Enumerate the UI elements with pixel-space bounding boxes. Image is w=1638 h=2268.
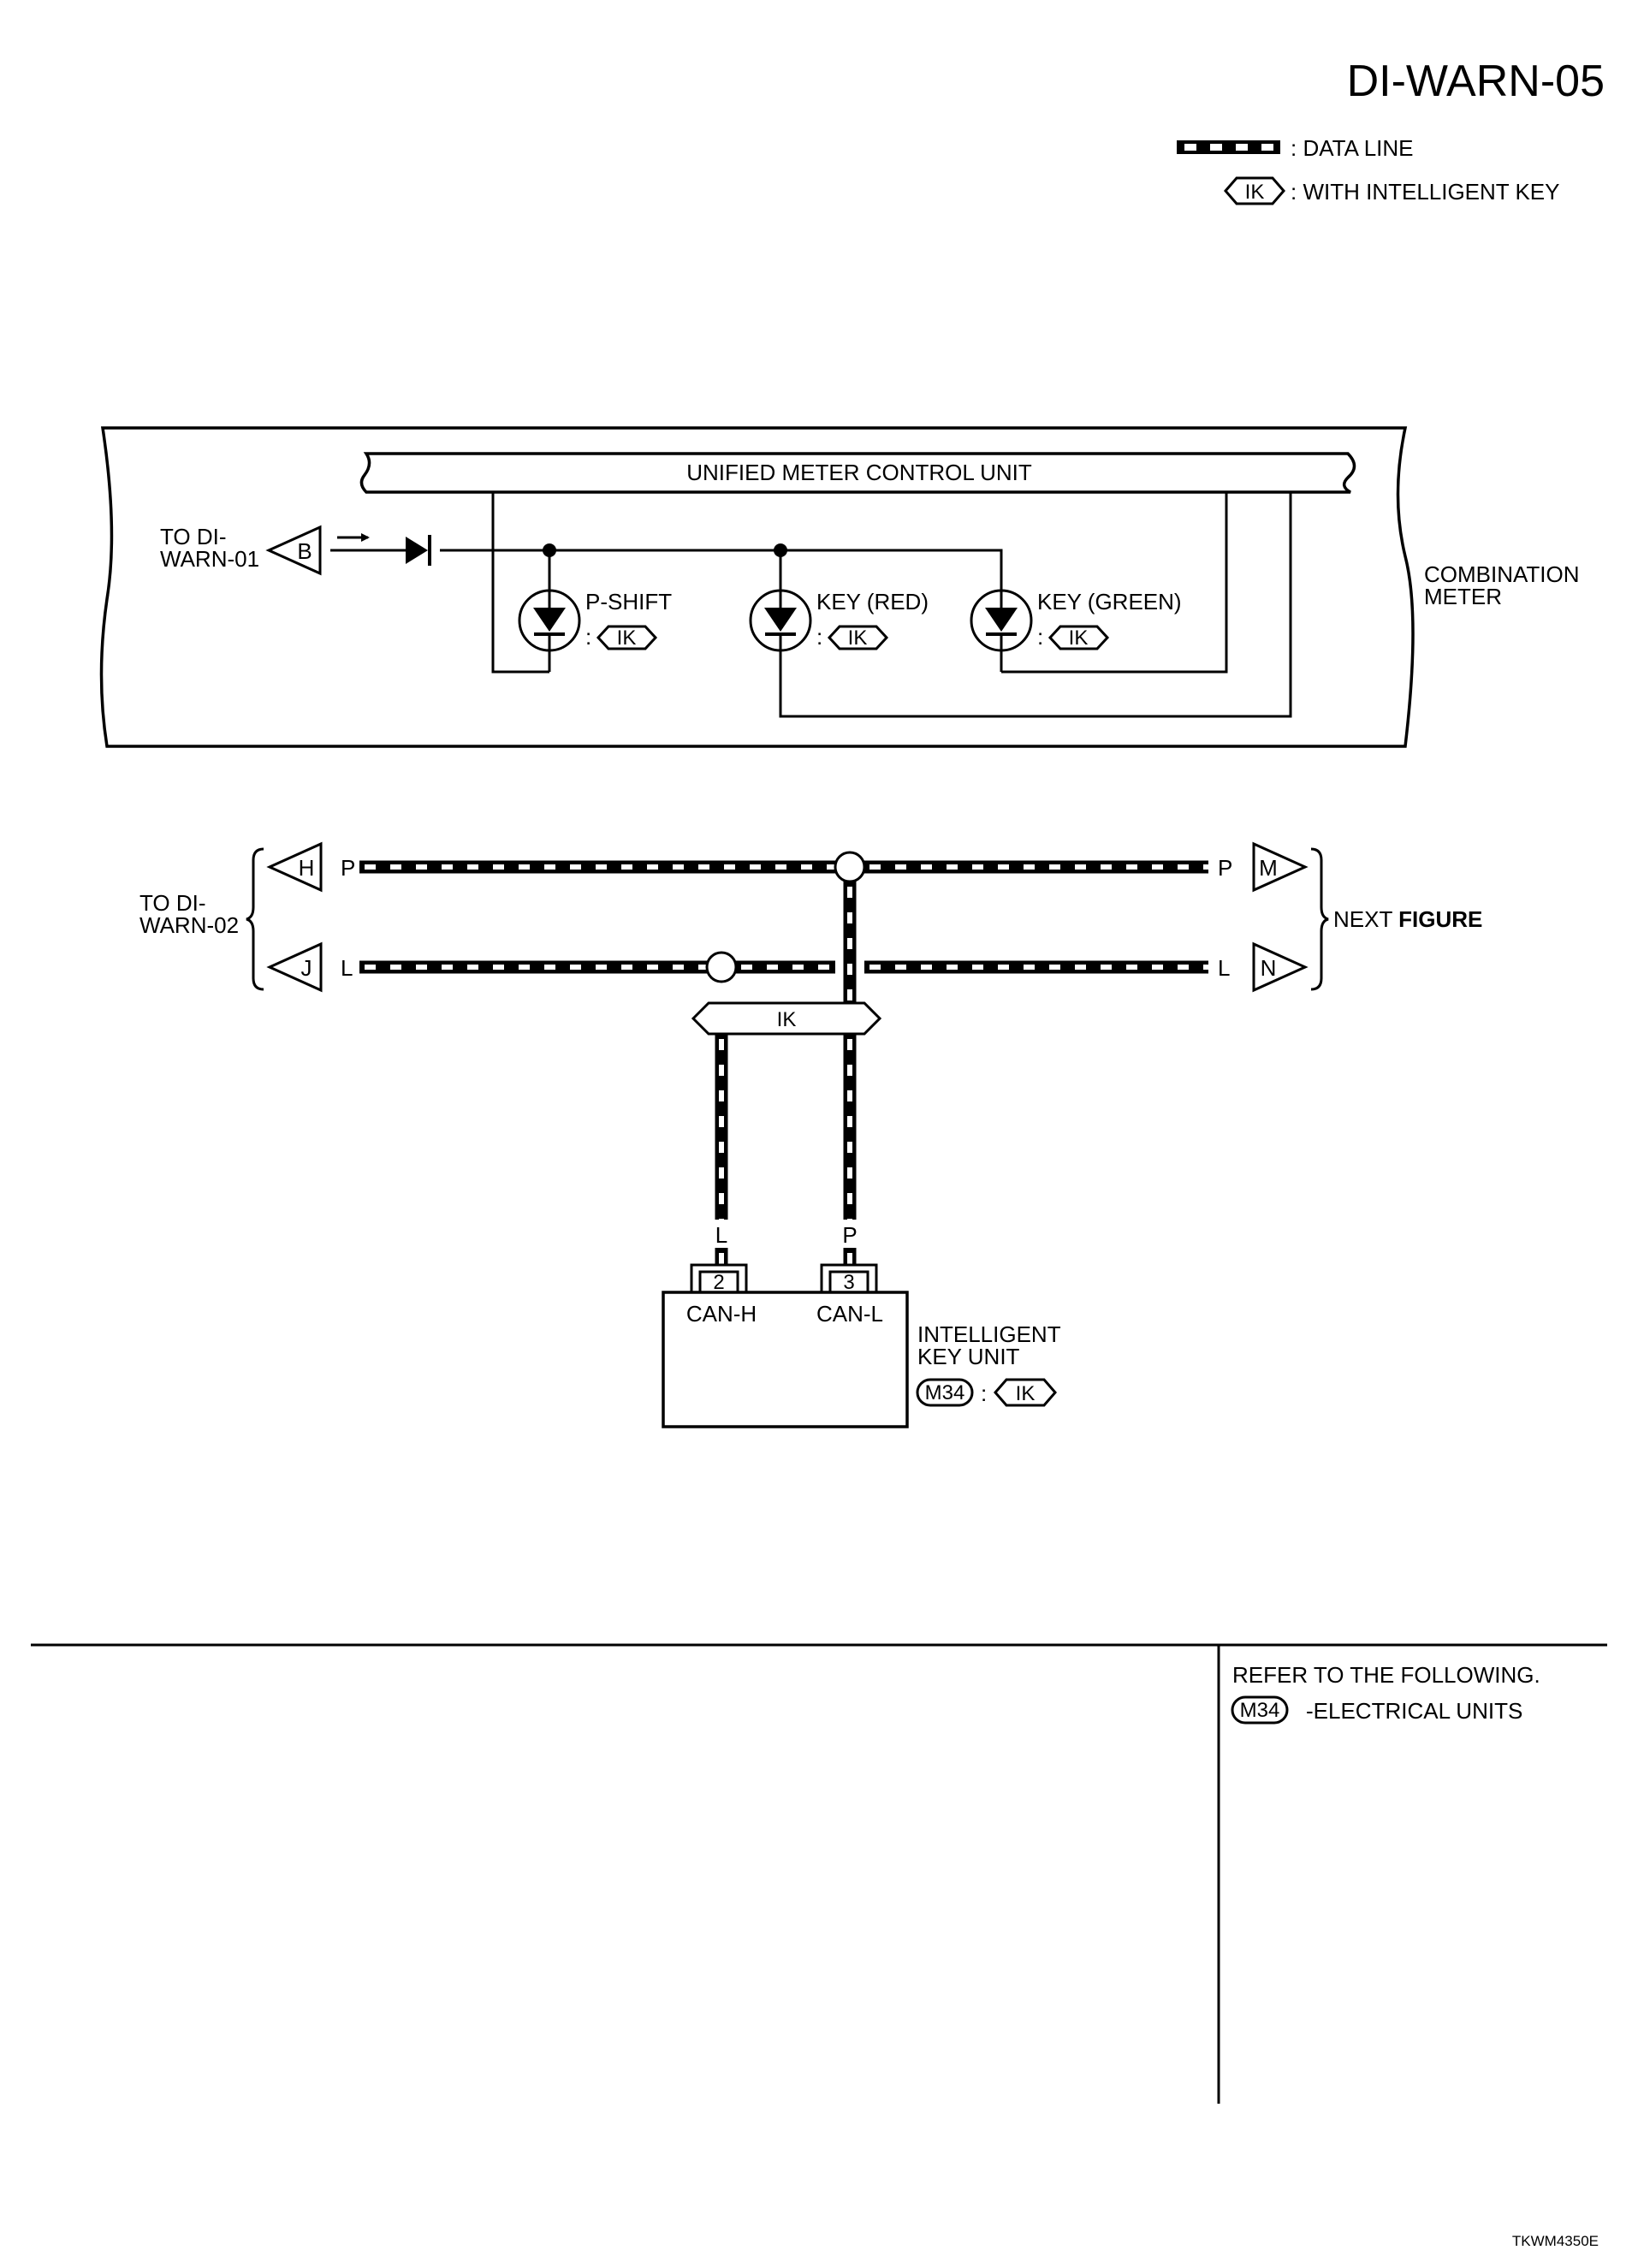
intelligent-key-unit-box: [662, 1291, 909, 1428]
connector-n: [1252, 941, 1309, 993]
option-prefix: :: [585, 624, 591, 650]
to-di-warn-02-label-2: WARN-02: [139, 912, 239, 938]
next-figure-label: NEXT FIGURE: [1333, 906, 1482, 932]
option-prefix: :: [816, 624, 822, 650]
connector-b: B: [265, 525, 322, 576]
option-prefix: :: [981, 1380, 987, 1406]
connector-h-label: H: [299, 855, 315, 881]
unified-meter-control-unit: [359, 452, 1356, 494]
ik-option-icon: [827, 625, 889, 650]
reference-connector-badge: [1231, 1695, 1289, 1725]
p-shift-indicator: P-SHIFT : IK: [518, 589, 672, 652]
key-red-return-wire: [779, 492, 1292, 718]
wire-color-label: L: [1218, 955, 1230, 981]
reference-connector-code: M34: [1240, 1699, 1280, 1722]
connector-code: M34: [925, 1381, 965, 1404]
connector-m: [1252, 841, 1309, 893]
p-shift-label: P-SHIFT: [585, 589, 672, 614]
ik-splice-bar: [691, 1001, 882, 1036]
wire-color-label: L: [715, 1222, 727, 1248]
splice-point: [774, 543, 787, 557]
wire-color-label: P: [842, 1222, 857, 1248]
legend-ik-label: : WITH INTELLIGENT KEY: [1291, 179, 1559, 205]
p-shift-option: IK: [617, 626, 637, 650]
key-green-return-wire: [1001, 492, 1228, 674]
diode-icon: [406, 535, 431, 566]
option-prefix: :: [1037, 624, 1043, 650]
to-di-warn-01-label-2: WARN-01: [160, 546, 259, 572]
to-di-warn-02-label: TO DI-: [139, 890, 206, 916]
connector-m-label: M: [1259, 855, 1278, 881]
to-di-warn-01-label: TO DI-: [160, 524, 227, 549]
reference-text: -ELECTRICAL UNITS: [1306, 1698, 1522, 1724]
key-red-label: KEY (RED): [816, 589, 929, 614]
intelligent-key-unit-option: IK: [1016, 1382, 1036, 1405]
combination-meter: COMBINATION METER UNIFIED METER CONTROL …: [99, 426, 1580, 748]
left-brace: [246, 847, 264, 991]
wire-color-label: P: [1218, 855, 1232, 881]
indicator-supply-wire: [440, 549, 1003, 591]
intelligent-key-unit-label-2: KEY UNIT: [917, 1344, 1020, 1369]
combination-meter-frame: [99, 426, 1415, 748]
connector-h: [266, 841, 323, 893]
wire-color-label: L: [341, 955, 353, 981]
legend-data-line: : DATA LINE: [1177, 135, 1414, 161]
junction-circle: [705, 951, 738, 983]
reference-heading: REFER TO THE FOLLOWING.: [1232, 1662, 1540, 1688]
legend-intelligent-key: IK : WITH INTELLIGENT KEY: [1224, 176, 1559, 205]
connector-j-label: J: [301, 955, 312, 981]
p-shift-ground-wire: [491, 492, 549, 674]
key-green-label: KEY (GREEN): [1037, 589, 1182, 614]
data-line-wires: [359, 860, 1208, 1265]
ik-option-icon: [1047, 625, 1110, 650]
pin-3-number: 3: [843, 1271, 854, 1294]
key-red-indicator: KEY (RED) : IK: [749, 589, 929, 652]
intelligent-key-unit: 2 CAN-H 3 CAN-L INTELLIGENT KEY UNIT M34…: [662, 1263, 1061, 1428]
intelligent-key-unit-label: INTELLIGENT: [917, 1321, 1061, 1347]
legend-data-line-label: : DATA LINE: [1291, 135, 1414, 161]
wire-color-label: P: [341, 855, 355, 881]
junction-circle: [834, 851, 866, 883]
figure-id: TKWM4350E: [1512, 2233, 1599, 2249]
connector-n-label: N: [1261, 955, 1277, 981]
legend-ik-symbol: IK: [1245, 181, 1265, 204]
key-red-option: IK: [848, 626, 868, 650]
ik-option-icon: [1224, 176, 1285, 205]
key-green-option: IK: [1069, 626, 1089, 650]
reference-panel: REFER TO THE FOLLOWING. M34 -ELECTRICAL …: [1231, 1662, 1540, 1725]
connector-b-label: B: [297, 538, 312, 564]
ik-option-icon: [994, 1378, 1057, 1407]
ik-splice-label: IK: [777, 1008, 797, 1031]
pin-2-name: CAN-H: [686, 1301, 757, 1327]
combination-meter-label: COMBINATION: [1424, 561, 1580, 587]
ik-option-icon: [596, 625, 658, 650]
key-green-indicator: KEY (GREEN) : IK: [970, 589, 1182, 652]
splice-point: [543, 543, 556, 557]
connector-code-badge: [916, 1378, 974, 1407]
can-bus: TO DI- WARN-02 NEXT FIGURE H J M N P P L…: [139, 841, 1482, 1265]
page-code: DI-WARN-05: [1347, 56, 1605, 106]
control-unit-label: UNIFIED METER CONTROL UNIT: [686, 460, 1032, 485]
connector-j: [266, 941, 323, 993]
pin-2-number: 2: [713, 1271, 724, 1294]
combination-meter-label-2: METER: [1424, 584, 1502, 609]
right-brace: [1310, 847, 1329, 991]
pin-3-name: CAN-L: [816, 1301, 883, 1327]
